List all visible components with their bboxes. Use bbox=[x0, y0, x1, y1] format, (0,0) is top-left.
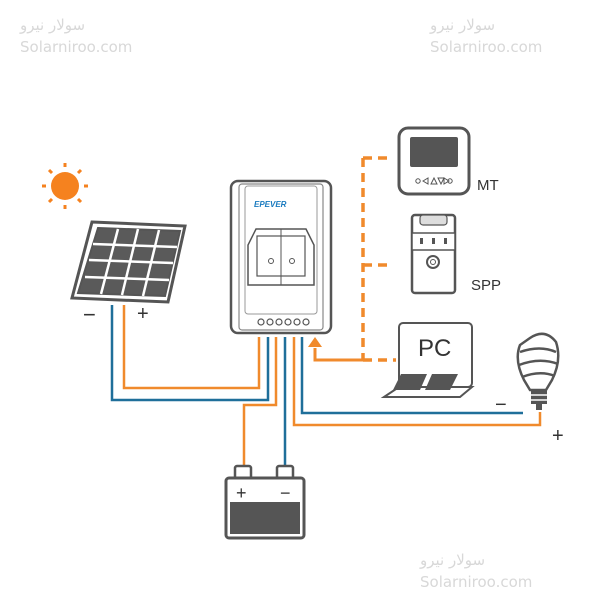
solar-panel: − + bbox=[70, 220, 187, 327]
sun-icon bbox=[42, 163, 88, 209]
watermark-en: Solarniroo.com bbox=[430, 38, 542, 56]
pc-label: PC bbox=[418, 335, 451, 362]
watermark-fa: سولار نیرو bbox=[429, 16, 495, 34]
solar-positive-wire bbox=[122, 305, 261, 390]
load-negative-wire bbox=[300, 337, 523, 415]
watermark-en: Solarniroo.com bbox=[20, 38, 132, 56]
watermark-fa: سولار نیرو bbox=[419, 551, 485, 569]
mt-remote-meter: MT bbox=[397, 126, 499, 196]
spp-label: SPP bbox=[471, 277, 501, 294]
battery: + − bbox=[224, 464, 306, 540]
mt-buttons bbox=[415, 176, 453, 186]
charge-controller: EPEVER bbox=[229, 179, 333, 335]
wires bbox=[110, 156, 542, 468]
comm-arrow-icon bbox=[308, 337, 322, 347]
brand-logo: EPEVER bbox=[254, 200, 287, 209]
load-positive-wire bbox=[292, 337, 542, 427]
watermark-fa: سولار نیرو bbox=[19, 16, 85, 34]
battery-plus-label: + bbox=[236, 483, 247, 503]
battery-positive-wire bbox=[242, 337, 278, 468]
solar-plus-label: + bbox=[137, 303, 149, 325]
solar-minus-label: − bbox=[83, 302, 96, 327]
mt-label: MT bbox=[477, 177, 499, 194]
solar-negative-wire bbox=[110, 305, 270, 402]
lightbulb-load bbox=[516, 332, 560, 410]
watermarks: سولار نیرو Solarniroo.com سولار نیرو Sol… bbox=[19, 16, 542, 591]
pc-laptop: PC bbox=[380, 322, 475, 398]
led-indicators bbox=[257, 318, 310, 326]
load-plus-label: + bbox=[552, 425, 564, 447]
watermark-en: Solarniroo.com bbox=[420, 573, 532, 591]
spp-device: SPP bbox=[410, 213, 501, 295]
load-minus-label: − bbox=[495, 394, 507, 416]
comm-wire bbox=[313, 348, 363, 362]
battery-minus-label: − bbox=[280, 483, 291, 503]
